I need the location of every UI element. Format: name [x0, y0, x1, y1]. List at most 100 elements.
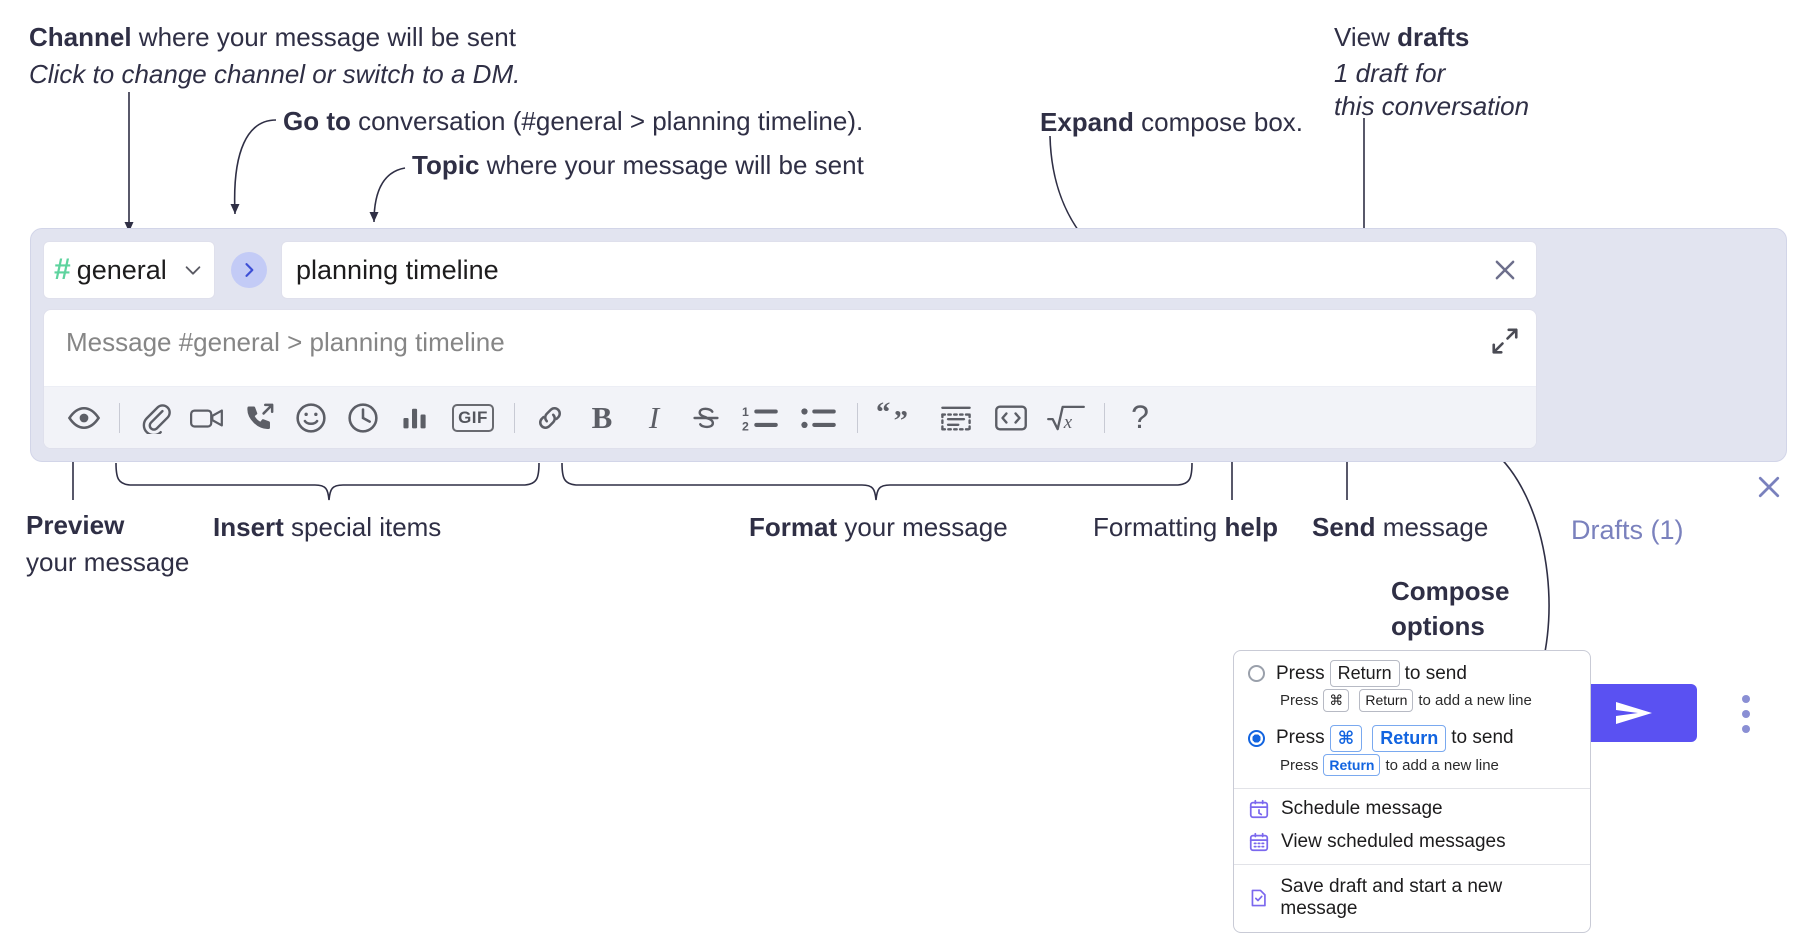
annotation-drafts-line1: 1 draft for [1334, 57, 1446, 88]
key-command: ⌘ [1329, 724, 1363, 752]
annotation-channel: Channel where your message will be sent … [29, 22, 520, 89]
close-compose-button[interactable] [1754, 472, 1784, 502]
document-check-icon [1251, 889, 1266, 907]
reminder-clock-button[interactable] [337, 396, 389, 440]
clear-topic-button[interactable] [1488, 253, 1522, 287]
send-mode-1-pre: Press [1276, 662, 1325, 684]
bulleted-list-icon [801, 407, 836, 428]
menu-item-label: View scheduled messages [1281, 831, 1506, 853]
video-camera-icon [190, 408, 223, 428]
radio-selected-icon[interactable] [1248, 729, 1265, 747]
menu-divider [1234, 864, 1590, 866]
menu-item-label: Schedule message [1281, 798, 1443, 820]
record-video-button[interactable] [181, 396, 233, 440]
topic-value: planning timeline [296, 254, 499, 285]
menu-item-schedule-message[interactable]: Schedule message [1234, 789, 1590, 829]
send-mode-1-sub-post: to add a new line [1418, 691, 1532, 709]
annotation-preview-bold: Preview [26, 510, 125, 540]
bold-button[interactable]: B [591, 399, 613, 435]
link-icon [539, 406, 561, 429]
code-block-button[interactable] [927, 396, 985, 440]
annotation-preview-line2: your message [26, 546, 190, 577]
paperclip-icon [142, 403, 171, 434]
message-input-box[interactable]: Message #general > planning timeline [43, 309, 1537, 449]
annotation-drafts: View drafts 1 draft for this conversatio… [1334, 22, 1529, 122]
compose-header-row: # general planning timeline [43, 241, 1537, 299]
key-return: Return [1359, 689, 1414, 712]
annotation-format-rest: your message [837, 512, 1008, 542]
strikethrough-button[interactable] [680, 396, 732, 440]
emoji-button[interactable] [285, 396, 337, 440]
key-return: Return [1372, 724, 1447, 752]
calendar-grid-icon [1249, 833, 1269, 852]
channel-selector[interactable]: # general [43, 241, 215, 299]
phone-arrow-icon [247, 403, 274, 429]
chevron-right-icon [245, 263, 254, 277]
send-mode-2-sub-pre: Press [1280, 756, 1319, 774]
annotation-drafts-bold: drafts [1397, 22, 1470, 52]
latex-icon: x [1047, 405, 1085, 433]
annotation-goto: Go to conversation (#general > planning … [283, 106, 863, 137]
annotation-send-rest: message [1375, 512, 1489, 542]
annotation-channel-rest: where your message will be sent [131, 22, 516, 52]
emoji-smiley-icon [296, 402, 326, 433]
preview-button[interactable] [58, 396, 110, 440]
gif-icon: GIF [452, 403, 494, 432]
kebab-menu-icon [1742, 710, 1750, 718]
send-mode-1-post: to send [1404, 662, 1467, 684]
send-mode-option[interactable]: Press ⌘ Return to send [1234, 721, 1590, 754]
send-mode-option[interactable]: Press Return to send [1234, 651, 1590, 689]
clock-icon [348, 402, 378, 433]
annotation-insert-bold: Insert [213, 512, 284, 542]
drafts-link[interactable]: Drafts (1) [1571, 515, 1684, 545]
bar-chart-icon [403, 408, 426, 428]
record-audio-clip-button[interactable] [233, 396, 285, 440]
chevron-down-icon [182, 259, 204, 281]
latex-button[interactable]: x [1037, 396, 1095, 440]
svg-text:x: x [1063, 412, 1073, 433]
send-button[interactable] [1571, 684, 1697, 742]
compose-widget: Drafts (1) # general planning timeline [30, 228, 1787, 742]
annotation-drafts-line2: this conversation [1334, 91, 1530, 122]
poll-button[interactable] [389, 396, 441, 440]
compose-options-button[interactable] [1731, 689, 1761, 739]
bulleted-list-button[interactable] [790, 396, 848, 440]
annotation-send: Send message [1312, 512, 1488, 543]
annotation-drafts-lead: View [1334, 22, 1398, 52]
annotation-goto-rest: conversation (#general > planning timeli… [350, 106, 864, 136]
radio-unselected-icon[interactable] [1248, 665, 1265, 683]
ordered-list-button[interactable]: 1 2 [732, 396, 790, 440]
goto-conversation-button[interactable] [231, 252, 267, 288]
key-return: Return [1323, 753, 1381, 777]
toolbar-divider [119, 402, 120, 433]
annotation-insert: Insert special items [213, 512, 441, 543]
kebab-menu-icon [1742, 695, 1750, 703]
gif-button[interactable]: GIF [441, 396, 505, 440]
menu-item-view-scheduled-messages[interactable]: View scheduled messages [1234, 829, 1590, 864]
hash-icon: # [54, 253, 71, 286]
annotation-topic-bold: Topic [412, 150, 480, 180]
topic-field[interactable]: planning timeline [281, 241, 1537, 299]
inline-code-button[interactable] [985, 396, 1037, 440]
link-button[interactable] [524, 396, 576, 440]
annotation-compose-options-line1: Compose [1391, 576, 1510, 606]
toolbar-divider [514, 402, 515, 433]
annotation-compose-options-line2: options [1391, 610, 1485, 641]
kebab-menu-icon [1742, 725, 1750, 733]
annotation-expand-bold: Expand [1040, 107, 1134, 137]
eye-icon [67, 406, 101, 429]
expand-icon [1492, 328, 1518, 354]
toolbar-divider [1104, 402, 1105, 433]
code-block-icon [941, 406, 971, 431]
annotation-format-bold: Format [749, 512, 838, 542]
formatting-help-button[interactable]: ? [1131, 399, 1149, 435]
send-mode-2-pre: Press [1276, 727, 1325, 749]
attach-file-button[interactable] [129, 396, 181, 440]
send-mode-1-sub-pre: Press [1280, 691, 1319, 709]
svg-text:1: 1 [742, 404, 749, 418]
blockquote-button[interactable]: “ ” [867, 396, 927, 440]
svg-text:”: ” [894, 405, 908, 434]
menu-item-save-draft[interactable]: Save draft and start a new message [1234, 865, 1590, 932]
italic-button[interactable]: I [648, 399, 660, 435]
expand-compose-button[interactable] [1490, 326, 1520, 356]
